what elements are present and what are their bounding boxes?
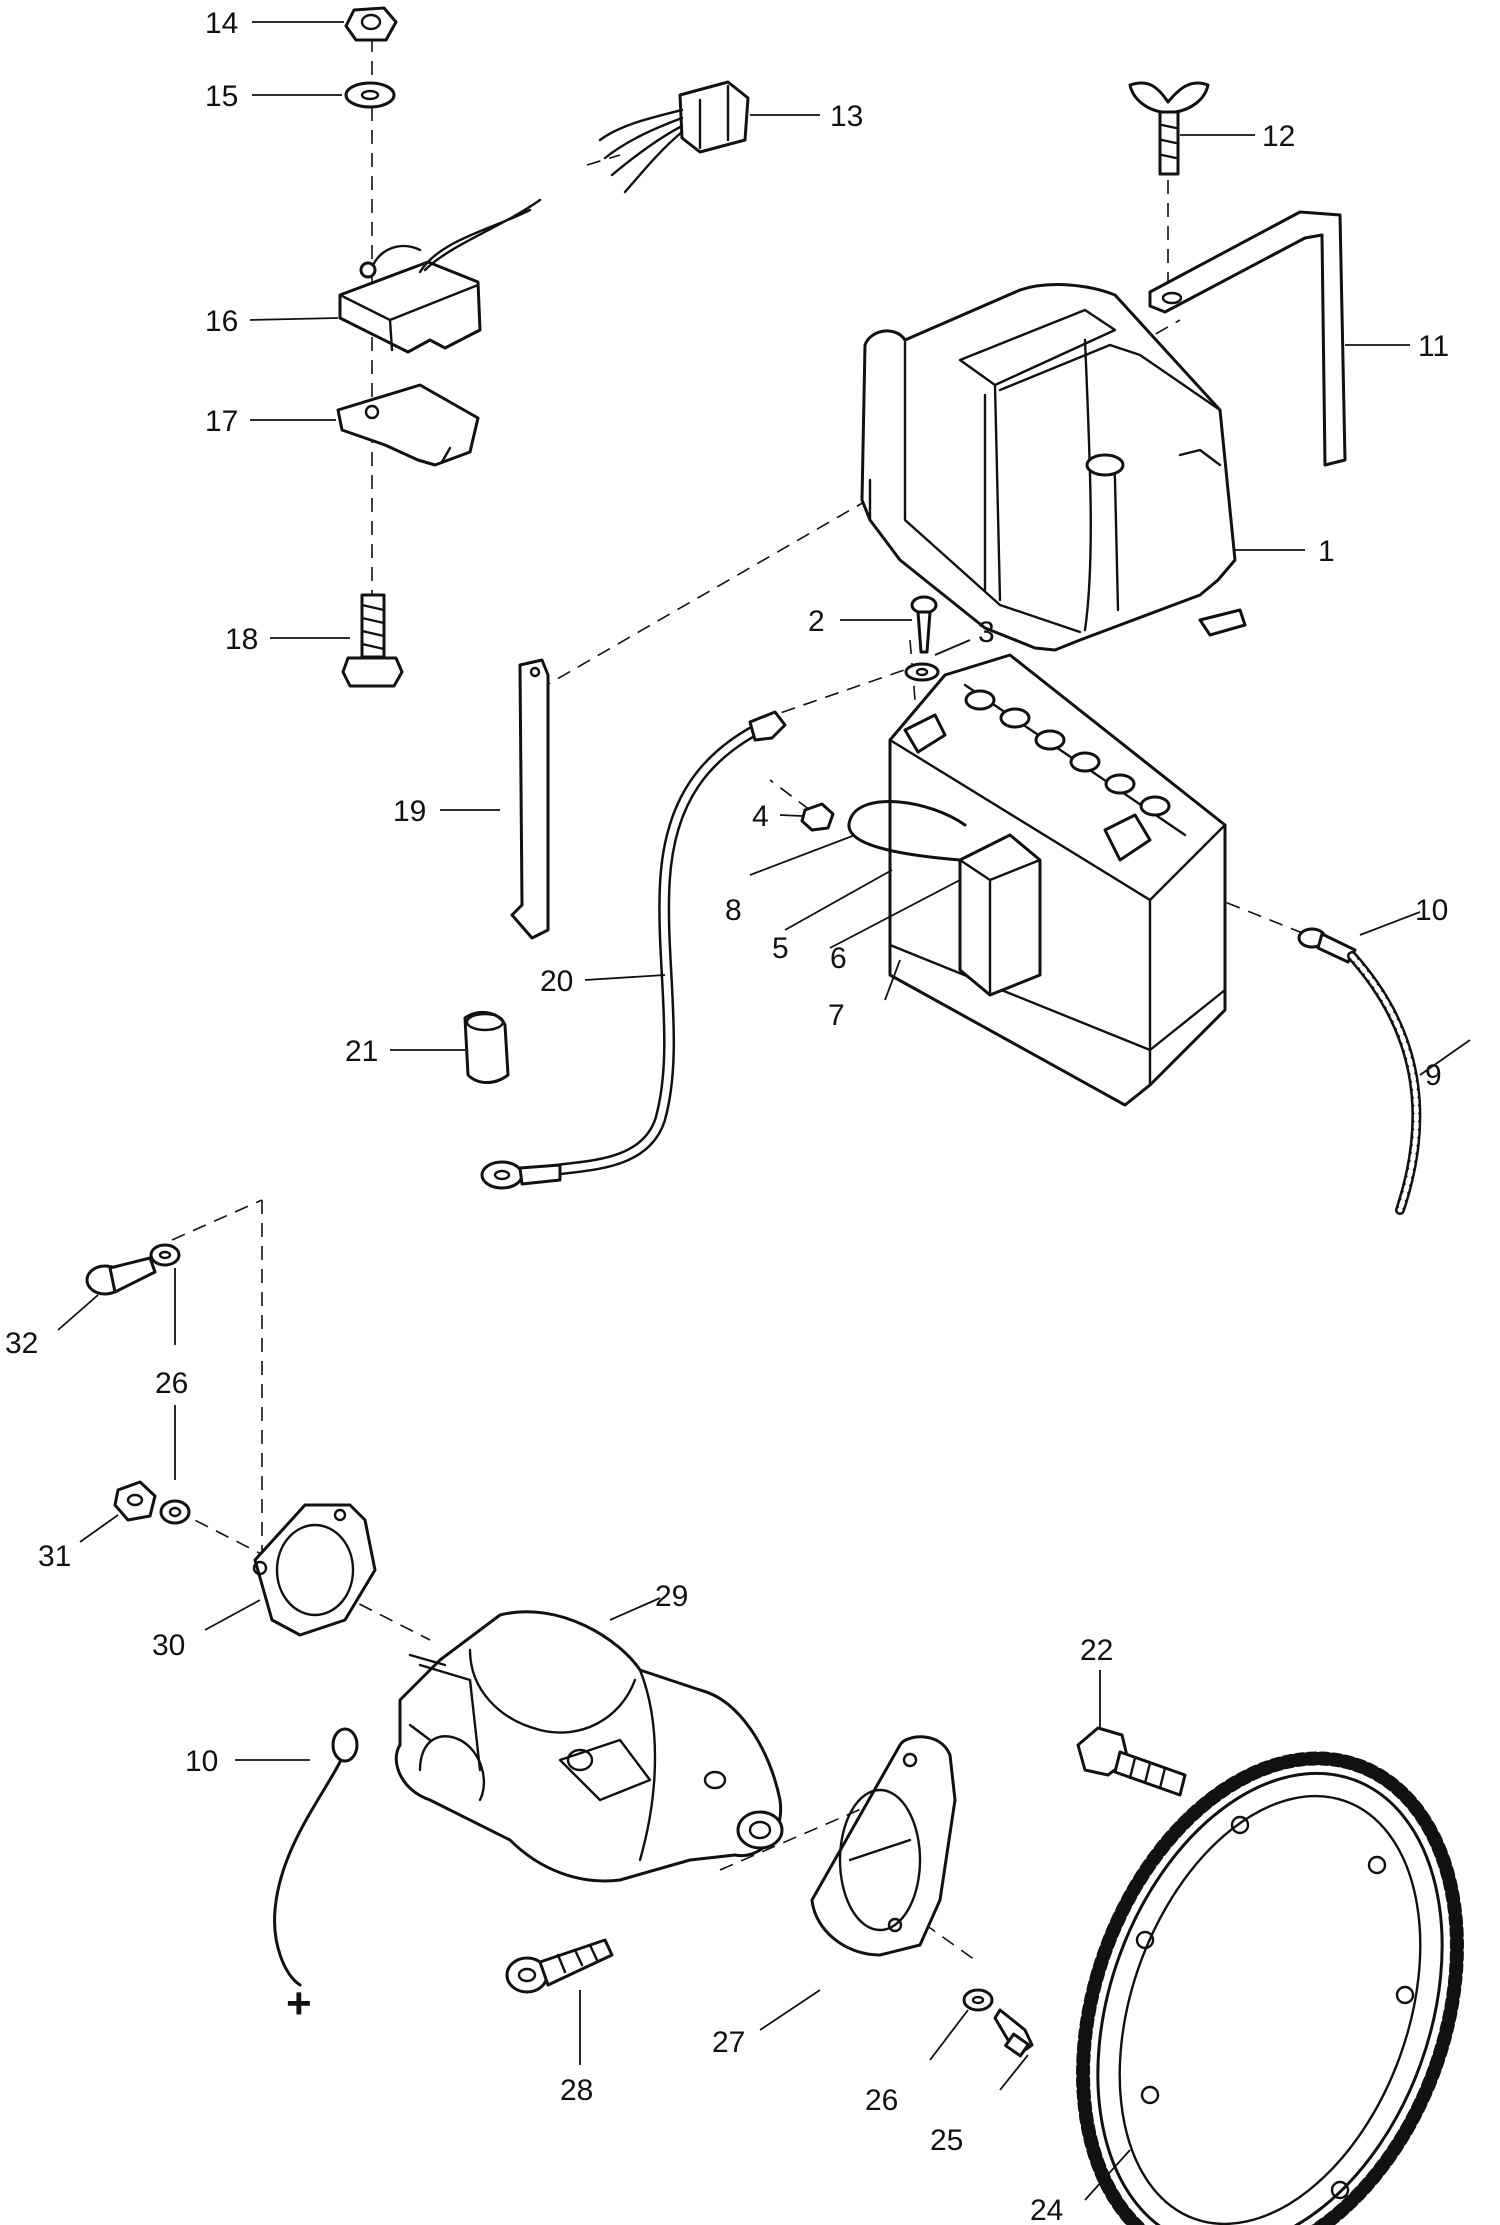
flange-gasket-part-30 bbox=[252, 1503, 377, 1637]
washer-part-26-lower bbox=[962, 1988, 994, 2012]
starter-motor-part-29 bbox=[394, 1610, 784, 1883]
nut-part-14 bbox=[344, 6, 398, 42]
screw-part-2 bbox=[910, 595, 938, 654]
callout-13: 13 bbox=[830, 100, 863, 133]
callout-10: 10 bbox=[1415, 894, 1448, 927]
bolt-part-32 bbox=[85, 1256, 157, 1296]
ring-gear-part-24 bbox=[1076, 1751, 1464, 2225]
callout-5: 5 bbox=[772, 932, 789, 965]
callout-3: 3 bbox=[978, 616, 995, 649]
callout-6: 6 bbox=[830, 942, 847, 975]
callout-26-lower: 26 bbox=[865, 2084, 898, 2117]
callout-8: 8 bbox=[725, 894, 742, 927]
callout-18: 18 bbox=[225, 623, 258, 656]
washer-part-26-top bbox=[149, 1243, 181, 1267]
callout-21: 21 bbox=[345, 1035, 378, 1068]
leader-lines bbox=[57, 21, 1471, 2201]
callout-29: 29 bbox=[655, 1580, 688, 1613]
callout-12: 12 bbox=[1262, 120, 1295, 153]
bolt-part-18 bbox=[341, 593, 404, 688]
callout-27: 27 bbox=[712, 2026, 745, 2059]
callout-26: 26 bbox=[155, 1367, 188, 1400]
battery-part-5 bbox=[847, 653, 1227, 1107]
positive-terminal-symbol: + bbox=[286, 1979, 312, 2028]
callout-labels: 14 15 13 12 16 11 17 1 18 2 3 19 4 8 10 … bbox=[5, 7, 1449, 2225]
battery-strap-part-19 bbox=[510, 658, 550, 940]
washer-part-3 bbox=[904, 662, 940, 682]
callout-2: 2 bbox=[808, 605, 825, 638]
callout-19: 19 bbox=[393, 795, 426, 828]
regulator-part-16 bbox=[338, 198, 542, 354]
callout-17: 17 bbox=[205, 405, 238, 438]
nut-part-31 bbox=[113, 1480, 191, 1525]
callout-1: 1 bbox=[1318, 535, 1335, 568]
callout-20: 20 bbox=[540, 965, 573, 998]
battery-cable-part-20 bbox=[480, 710, 787, 1190]
callout-10-lower: 10 bbox=[185, 1745, 218, 1778]
callout-15: 15 bbox=[205, 80, 238, 113]
callout-31: 31 bbox=[38, 1540, 71, 1573]
washer-part-15 bbox=[344, 81, 396, 109]
battery-box-part-1 bbox=[860, 283, 1247, 652]
mounting-plate-part-27 bbox=[810, 1735, 957, 1957]
wing-screw-part-12 bbox=[1128, 81, 1210, 176]
bolt-part-22 bbox=[1076, 1726, 1187, 1797]
bolt-part-28 bbox=[505, 1938, 614, 1994]
callout-4: 4 bbox=[752, 800, 769, 833]
terminal-cap-part-21 bbox=[463, 1010, 510, 1084]
callout-30: 30 bbox=[152, 1629, 185, 1662]
callout-14: 14 bbox=[205, 7, 238, 40]
wiring-connector-part-13 bbox=[598, 80, 750, 194]
callout-32: 32 bbox=[5, 1327, 38, 1360]
callout-24: 24 bbox=[1030, 2194, 1063, 2225]
gasket-part-17 bbox=[336, 383, 480, 467]
ground-cable-part-9 bbox=[1297, 927, 1422, 1215]
callout-9: 9 bbox=[1425, 1059, 1442, 1092]
callout-22: 22 bbox=[1080, 1634, 1113, 1667]
callout-25: 25 bbox=[930, 2124, 963, 2157]
callout-11: 11 bbox=[1418, 330, 1449, 363]
callout-7: 7 bbox=[828, 999, 845, 1032]
hold-down-bracket-part-11 bbox=[1148, 210, 1347, 467]
ground-cable-part-10-lower bbox=[273, 1727, 359, 1987]
nut-part-4 bbox=[800, 802, 835, 832]
callout-28: 28 bbox=[560, 2074, 593, 2107]
callout-16: 16 bbox=[205, 305, 238, 338]
screw-part-25 bbox=[993, 2008, 1034, 2058]
